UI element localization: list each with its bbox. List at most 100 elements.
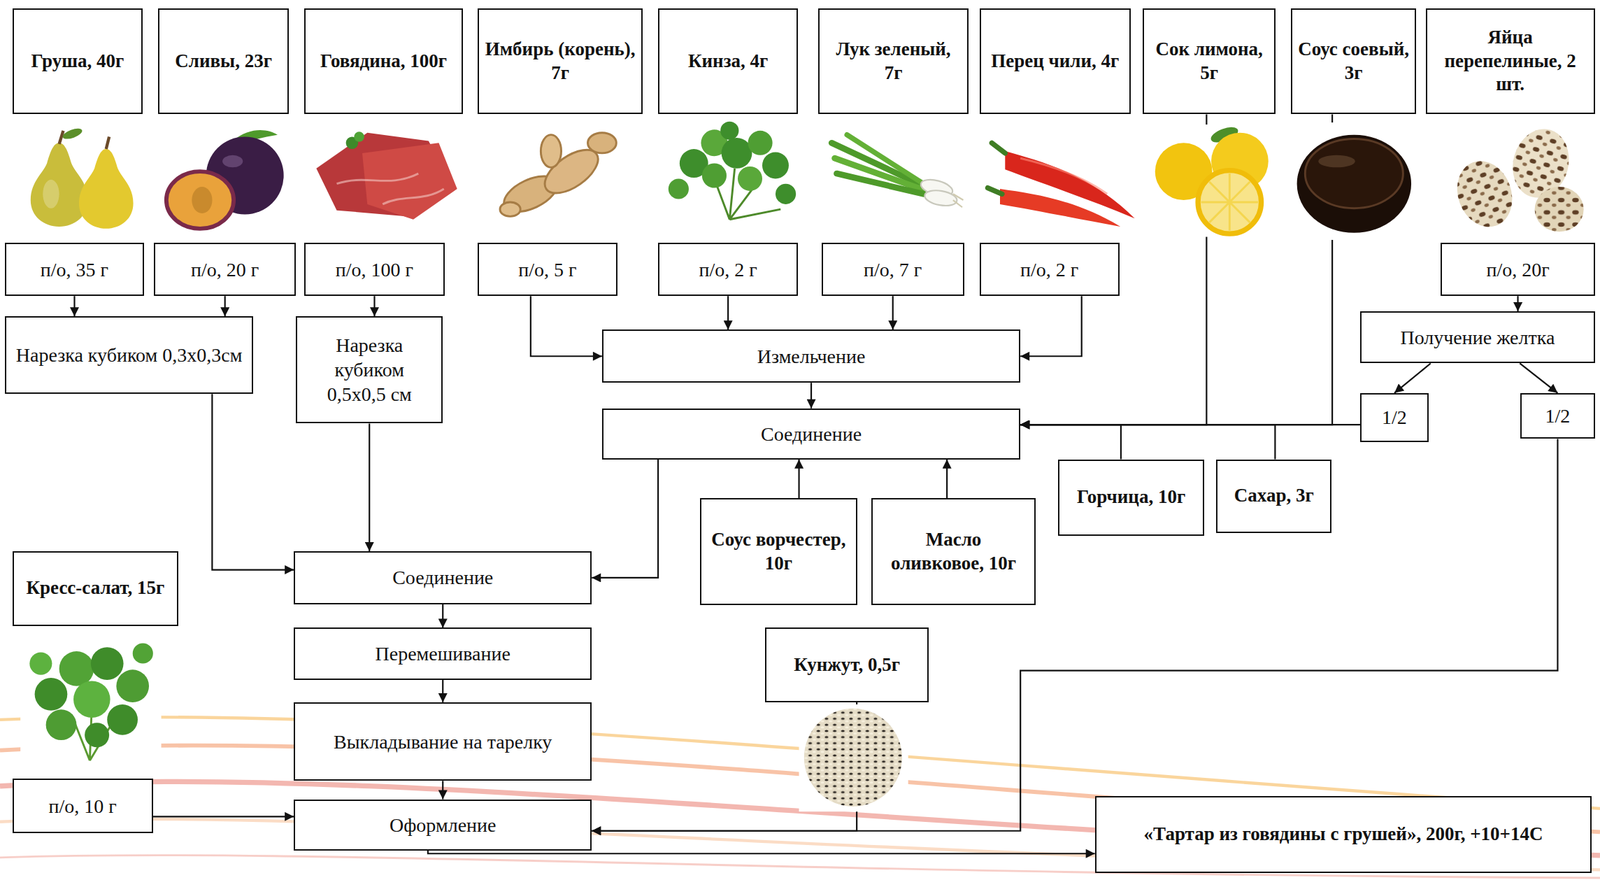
box-label: Кунжут, 0,5г — [793, 653, 900, 677]
flow-arrow — [427, 850, 1096, 854]
box-label: п/о, 5 г — [518, 257, 577, 282]
box-label: «Тартар из говядины с грушей», 200г, +10… — [1144, 822, 1544, 847]
process-box: 1/2 — [1360, 393, 1429, 442]
process-box: Нарезка кубиком 0,5х0,5 см — [295, 316, 443, 424]
ginger-picture — [500, 202, 521, 217]
cress-picture — [46, 709, 77, 740]
box-label: Горчица, 10г — [1076, 485, 1186, 510]
cress-picture — [106, 704, 138, 735]
quail-egg-picture — [1441, 120, 1593, 237]
flow-arrow — [1516, 295, 1519, 312]
box-label: Кресс-салат, 15г — [25, 576, 165, 600]
quail-egg-picture — [1441, 120, 1593, 237]
box-label: Выкладывание на тарелку — [333, 729, 552, 754]
lemon-picture — [1151, 123, 1289, 237]
cilantro-picture — [655, 121, 805, 231]
pear-picture — [61, 126, 84, 142]
pear-picture — [106, 137, 110, 150]
flow-arrow — [368, 423, 370, 552]
flow-arrow — [1519, 362, 1558, 393]
cress-picture — [34, 677, 68, 711]
cilantro-picture — [762, 151, 789, 179]
quail-egg-picture — [1534, 186, 1584, 232]
box-label: п/о, 7 г — [863, 257, 922, 282]
soy-sauce-picture — [1290, 122, 1417, 240]
box-label: Масло оливковое, 10г — [878, 527, 1029, 576]
process-box: Измельчение — [602, 329, 1021, 383]
box-label: п/о, 10 г — [48, 793, 117, 819]
box-label: Кинза, 4г — [688, 49, 768, 74]
green-onion-picture — [846, 134, 924, 184]
flow-arrow — [797, 459, 800, 498]
flow-arrow — [73, 295, 75, 317]
ingredient-box: Кресс-салат, 15г — [12, 551, 180, 626]
process-box: п/о, 2 г — [658, 242, 798, 296]
ingredient-box: Сахар, 3г — [1216, 459, 1332, 533]
flow-arrow — [1020, 424, 1121, 460]
box-label: Сахар, 3г — [1234, 483, 1314, 508]
lemon-picture — [1200, 173, 1259, 231]
box-label: Перец чили, 4г — [990, 49, 1119, 74]
box-label: Нарезка кубиком 0,3х0,3см — [16, 342, 243, 368]
ingredient-box: Кунжут, 0,5г — [765, 627, 929, 703]
process-box: п/о, 7 г — [821, 242, 965, 296]
beef-picture — [309, 122, 463, 227]
process-box: Соединение — [293, 551, 592, 605]
process-box: Выкладывание на тарелку — [293, 702, 592, 781]
ingredient-box: Яйца перепелиные, 2 шт. — [1425, 8, 1596, 115]
plum-picture — [222, 155, 243, 168]
box-label: Соус соевый, 3г — [1297, 37, 1410, 86]
flow-arrow — [727, 295, 729, 330]
ingredient-box: Груша, 40г — [12, 8, 144, 115]
plum-picture — [191, 186, 212, 214]
flow-arrow — [441, 604, 444, 628]
sesame-picture — [799, 704, 909, 812]
ingredient-box: Кинза, 4г — [658, 8, 798, 115]
chili-picture — [1020, 158, 1107, 194]
box-label: Получение желтка — [1400, 325, 1555, 350]
ingredient-box: Говядина, 100г — [304, 8, 464, 115]
process-box: п/о, 2 г — [979, 242, 1120, 296]
box-label: Лук зеленый, 7г — [825, 37, 962, 86]
process-box: Получение желтка — [1360, 311, 1596, 363]
box-label: п/о, 2 г — [699, 257, 758, 282]
beef-picture — [337, 173, 419, 184]
flow-arrow — [1020, 295, 1082, 356]
quail-egg-picture — [1534, 186, 1584, 232]
flow-arrow — [591, 438, 1558, 831]
chili-picture — [981, 127, 1142, 237]
box-label: Соединение — [392, 565, 494, 590]
cress-picture — [20, 637, 161, 766]
chili-picture — [981, 127, 1142, 237]
box-label: 1/2 — [1381, 404, 1407, 430]
process-box: п/о, 35 г — [4, 242, 144, 296]
ingredient-box: Соус соевый, 3г — [1290, 8, 1417, 115]
cress-picture — [29, 652, 52, 675]
ginger-picture — [493, 122, 631, 227]
process-box: Перемешивание — [293, 627, 592, 680]
process-box: п/о, 20 г — [153, 242, 296, 296]
cilantro-picture — [668, 178, 689, 199]
flow-arrow — [224, 295, 226, 317]
box-label: Яйца перепелиные, 2 шт. — [1432, 25, 1589, 97]
cilantro-picture — [775, 183, 796, 205]
ingredient-box: Перец чили, 4г — [979, 8, 1131, 115]
ingredient-box: Соус ворчестер, 10г — [700, 497, 858, 605]
box-label: Измельчение — [757, 344, 866, 369]
flow-arrow — [373, 295, 375, 317]
box-label: Соус ворчестер, 10г — [706, 527, 851, 576]
sesame-picture — [804, 708, 903, 807]
flow-arrow — [810, 382, 812, 409]
soy-sauce-picture — [1304, 138, 1403, 208]
ginger-picture — [540, 134, 561, 168]
flow-arrow — [892, 295, 894, 330]
sesame-picture — [804, 708, 903, 807]
box-label: п/о, 35 г — [40, 257, 109, 282]
ingredient-box: «Тартар из говядины с грушей», 200г, +10… — [1095, 795, 1593, 873]
pear-picture — [59, 130, 64, 145]
cilantro-picture — [721, 137, 753, 169]
process-box: 1/2 — [1520, 393, 1596, 440]
pear-picture — [20, 120, 143, 233]
cilantro-picture — [737, 166, 763, 191]
